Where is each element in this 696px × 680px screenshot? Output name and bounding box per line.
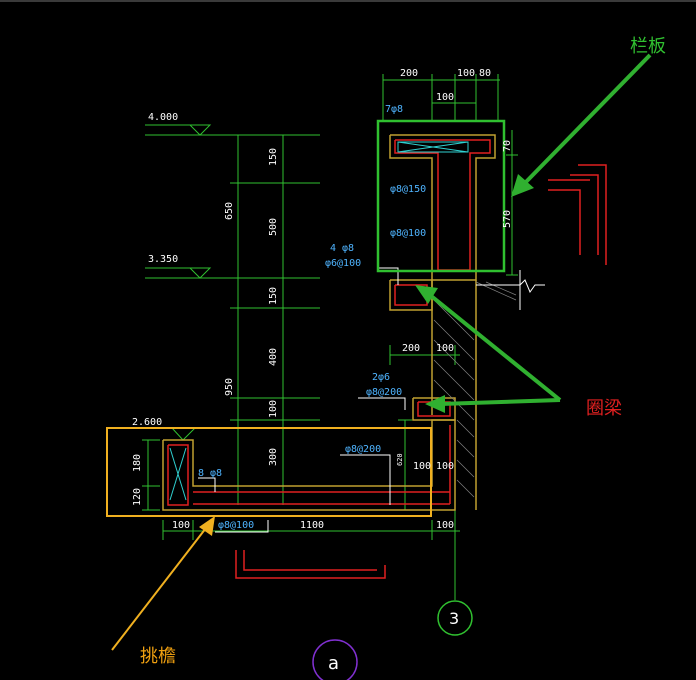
callout-ring-beam-label: 圈梁: [586, 398, 622, 419]
dim-left-120: 120: [132, 488, 143, 506]
stirrup-marks: [169, 141, 469, 501]
red-detail-marks: [235, 164, 607, 579]
dim-v-150-a: 150: [268, 148, 279, 166]
callout-parapet-label: 栏板: [630, 36, 666, 57]
dim-bottom-100: 100: [172, 520, 190, 531]
rebar-phi8-100-bottom: φ8@100: [218, 520, 254, 531]
parapet-highlight-box: [376, 119, 506, 273]
break-line: [476, 270, 545, 310]
dim-left-180: 180: [132, 454, 143, 472]
rebar-phi6-100: φ6@100: [325, 258, 361, 269]
elevation-markers: [132, 124, 212, 441]
dim-v-400: 400: [268, 348, 279, 366]
rebar-eight-phi8: 8 φ8: [198, 468, 222, 479]
rebar-phi8-100-parapet: φ8@100: [390, 228, 426, 239]
dim-top-100: 100: [457, 68, 475, 79]
rebar-lines: [167, 139, 491, 506]
axis-bubble-a: [312, 639, 358, 680]
dim-right-100: 100: [413, 461, 431, 472]
dim-top-200: 200: [400, 68, 418, 79]
leader-lines: [198, 267, 406, 533]
rebar-phi8-150: φ8@150: [390, 184, 426, 195]
dim-v-100: 100: [268, 400, 279, 418]
window-top-rule: [0, 0, 696, 2]
dim-v-570: 570: [502, 210, 513, 228]
dim-right-620: 620: [396, 453, 404, 466]
dim-mid-100: 100: [436, 343, 454, 354]
dim-v-300: 300: [268, 448, 279, 466]
dim-v-500: 500: [268, 218, 279, 236]
rebar-top-7phi8: 7φ8: [385, 104, 403, 115]
concrete-section: [162, 134, 496, 511]
elevation-top: 4.000: [148, 112, 178, 123]
dim-bottom-100-right: 100: [436, 520, 454, 531]
callout-eave-label: 挑檐: [140, 646, 176, 667]
dim-top-100-below: 100: [436, 92, 454, 103]
axis-label-a: a: [328, 653, 339, 674]
rebar-four-phi8: 4 φ8: [330, 243, 354, 254]
dim-v-150-b: 150: [268, 287, 279, 305]
dim-v-70: 70: [502, 140, 513, 152]
elevation-bottom: 2.600: [132, 417, 162, 428]
dim-v-650: 650: [224, 202, 235, 220]
wall-hatch: [433, 281, 517, 498]
callout-arrows: [111, 53, 652, 651]
dim-right-100b: 100: [436, 461, 454, 472]
eave-highlight-box: [106, 427, 432, 517]
dim-v-950: 950: [224, 378, 235, 396]
dim-bottom-1100: 1100: [300, 520, 324, 531]
dim-top-80: 80: [479, 68, 491, 79]
dimension-lines: [142, 74, 518, 600]
rebar-phi8-200-mid: φ8@200: [366, 387, 402, 398]
axis-label-3: 3: [449, 609, 459, 628]
dim-mid-200: 200: [402, 343, 420, 354]
axis-bubble-3: [437, 600, 473, 636]
rebar-two-phi6: 2φ6: [372, 372, 390, 383]
elevation-middle: 3.350: [148, 254, 178, 265]
rebar-phi8-200-eave: φ8@200: [345, 444, 381, 455]
